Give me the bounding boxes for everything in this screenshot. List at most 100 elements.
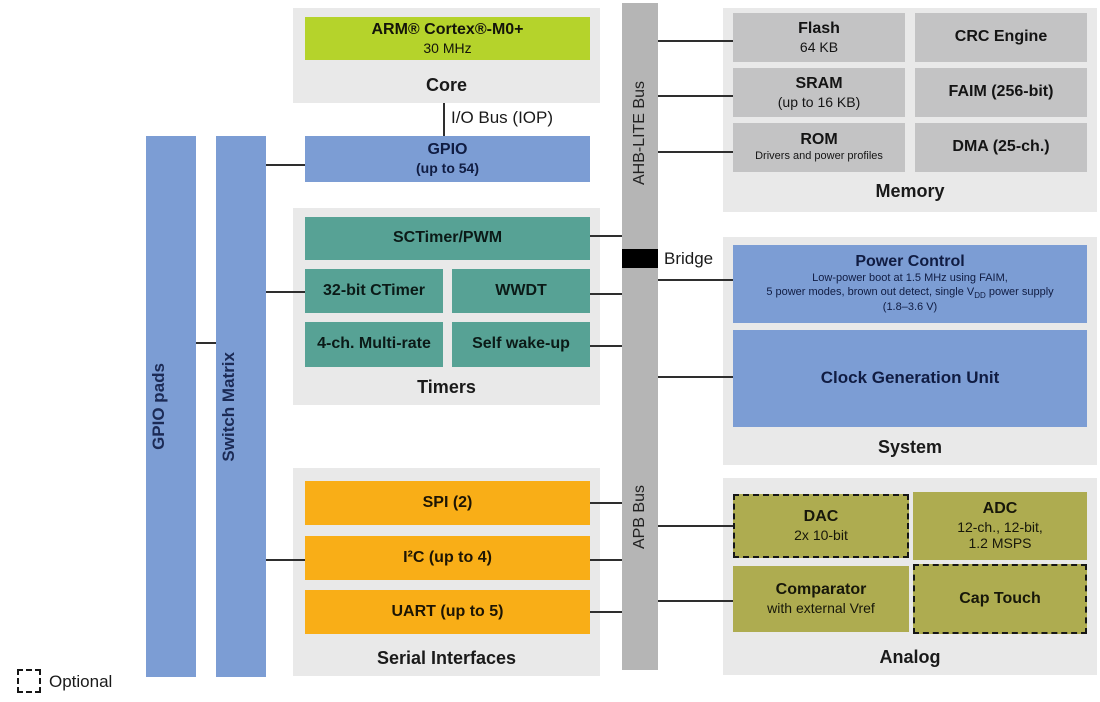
wakeup-block: Self wake-up: [452, 322, 590, 367]
memory-section-panel: Flash 64 KB CRC Engine SRAM (up to 16 KB…: [723, 8, 1097, 212]
analog-section-panel: DAC 2x 10-bit ADC 12-ch., 12-bit, 1.2 MS…: [723, 478, 1097, 675]
sram-block: SRAM (up to 16 KB): [733, 68, 905, 117]
rom-title: ROM: [800, 131, 838, 149]
power-control-sub2-post: power supply: [985, 285, 1054, 298]
spi-label: SPI (2): [422, 493, 473, 511]
adc-sub2: 1.2 MSPS: [968, 535, 1032, 552]
system-section-panel: Power Control Low-power boot at 1.5 MHz …: [723, 237, 1097, 465]
serial-section-label: Serial Interfaces: [376, 648, 517, 668]
crc-title: CRC Engine: [954, 28, 1048, 46]
connector-bus-dac: [658, 525, 733, 527]
timers-section-panel: SCTimer/PWM 32-bit CTimer WWDT 4-ch. Mul…: [293, 208, 600, 405]
ctimer-label: 32-bit CTimer: [323, 281, 425, 299]
cpu-title: ARM® Cortex®-M0+: [371, 20, 524, 38]
sctimer-label: SCTimer/PWM: [392, 229, 503, 247]
comparator-subtitle: with external Vref: [767, 600, 875, 617]
apb-bus-label-wrap: APB Bus: [622, 474, 658, 560]
clock-gen-block: Clock Generation Unit: [733, 330, 1087, 427]
faim-title: FAIM (256-bit): [948, 83, 1054, 101]
dac-block: DAC 2x 10-bit: [733, 494, 909, 558]
connector-bus-comparator: [658, 600, 733, 602]
gpio-pads-bar: GPIO pads: [146, 136, 196, 677]
ahb-bus-label: AHB-LITE Bus: [631, 80, 648, 186]
rom-subtitle: Drivers and power profiles: [755, 150, 883, 163]
connector-i2c-bus: [590, 559, 622, 561]
sram-title: SRAM: [795, 74, 843, 92]
power-control-sub2: 5 power modes, brown out detect, single …: [766, 286, 1053, 301]
memory-section-label: Memory: [875, 181, 945, 201]
connector-spi-bus: [590, 502, 622, 504]
connector-pads-matrix: [196, 342, 216, 344]
flash-title: Flash: [798, 19, 840, 37]
dma-block: DMA (25-ch.): [915, 123, 1087, 172]
clock-gen-title: Clock Generation Unit: [820, 368, 1000, 388]
switch-matrix-bar: Switch Matrix: [216, 136, 266, 677]
flash-subtitle: 64 KB: [799, 38, 839, 55]
comparator-title: Comparator: [775, 581, 867, 599]
faim-block: FAIM (256-bit): [915, 68, 1087, 117]
core-section-label: Core: [425, 75, 467, 95]
wwdt-label: WWDT: [495, 281, 547, 299]
flash-block: Flash 64 KB: [733, 13, 905, 62]
adc-block: ADC 12-ch., 12-bit, 1.2 MSPS: [913, 492, 1087, 560]
cpu-subtitle: 30 MHz: [423, 39, 472, 56]
io-bus-label: I/O Bus (IOP): [451, 108, 554, 127]
adc-title: ADC: [982, 500, 1018, 518]
power-control-sub1: Low-power boot at 1.5 MHz using FAIM,: [812, 272, 1008, 285]
bridge-block: [622, 249, 658, 268]
switch-matrix-label: Switch Matrix: [218, 351, 238, 462]
comparator-block: Comparator with external Vref: [733, 566, 909, 632]
wakeup-label: Self wake-up: [472, 335, 570, 353]
dma-title: DMA (25-ch.): [952, 138, 1050, 156]
sram-subtitle: (up to 16 KB): [777, 93, 861, 110]
power-control-block: Power Control Low-power boot at 1.5 MHz …: [733, 245, 1087, 323]
system-section-label: System: [877, 437, 943, 457]
bridge-label: Bridge: [664, 249, 714, 268]
connector-bus-clockgen: [658, 376, 733, 378]
multirate-label: 4-ch. Multi-rate: [317, 335, 431, 353]
connector-bus-flash: [658, 40, 733, 42]
io-bus-line: [443, 103, 445, 136]
bus-bar: AHB-LITE Bus APB Bus: [622, 3, 658, 670]
power-control-sub2-pre: 5 power modes, brown out detect, single …: [766, 285, 975, 298]
cap-touch-block: Cap Touch: [913, 564, 1087, 634]
spi-block: SPI (2): [305, 481, 590, 525]
gpio-subtitle: (up to 54): [416, 160, 479, 177]
gpio-title: GPIO: [427, 141, 468, 159]
connector-wakeup-bus: [590, 345, 622, 347]
timers-section-label: Timers: [417, 377, 476, 397]
rom-block: ROM Drivers and power profiles: [733, 123, 905, 172]
cpu-block: ARM® Cortex®-M0+ 30 MHz: [305, 17, 590, 60]
wwdt-block: WWDT: [452, 269, 590, 313]
connector-matrix-timers: [266, 291, 305, 293]
connector-uart-bus: [590, 611, 622, 613]
connector-sctimer-bus: [590, 235, 622, 237]
optional-legend-box: [17, 669, 41, 693]
analog-section-label: Analog: [879, 647, 941, 667]
ctimer-block: 32-bit CTimer: [305, 269, 443, 313]
connector-wwdt-bus: [590, 293, 622, 295]
connector-bus-sram: [658, 95, 733, 97]
multirate-block: 4-ch. Multi-rate: [305, 322, 443, 367]
adc-sub1: 12-ch., 12-bit,: [957, 518, 1043, 535]
dac-title: DAC: [803, 508, 839, 526]
power-control-title: Power Control: [855, 253, 965, 271]
i2c-label: I²C (up to 4): [403, 548, 492, 566]
gpio-block: GPIO (up to 54): [305, 136, 590, 182]
connector-bus-power: [658, 279, 733, 281]
i2c-block: I²C (up to 4): [305, 536, 590, 580]
connector-bus-rom: [658, 151, 733, 153]
power-control-sub3: (1.8–3.6 V): [882, 301, 938, 314]
uart-block: UART (up to 5): [305, 590, 590, 634]
ahb-bus-label-wrap: AHB-LITE Bus: [622, 70, 658, 196]
dac-subtitle: 2x 10-bit: [794, 527, 848, 544]
sctimer-block: SCTimer/PWM: [305, 217, 590, 260]
core-section-panel: ARM® Cortex®-M0+ 30 MHz Core: [293, 8, 600, 103]
power-control-sub2-subscript: DD: [974, 291, 986, 301]
serial-section-panel: SPI (2) I²C (up to 4) UART (up to 5) Ser…: [293, 468, 600, 676]
connector-matrix-serial: [266, 559, 305, 561]
optional-legend-label: Optional: [49, 672, 113, 691]
uart-label: UART (up to 5): [391, 602, 504, 620]
cap-touch-title: Cap Touch: [959, 589, 1041, 607]
